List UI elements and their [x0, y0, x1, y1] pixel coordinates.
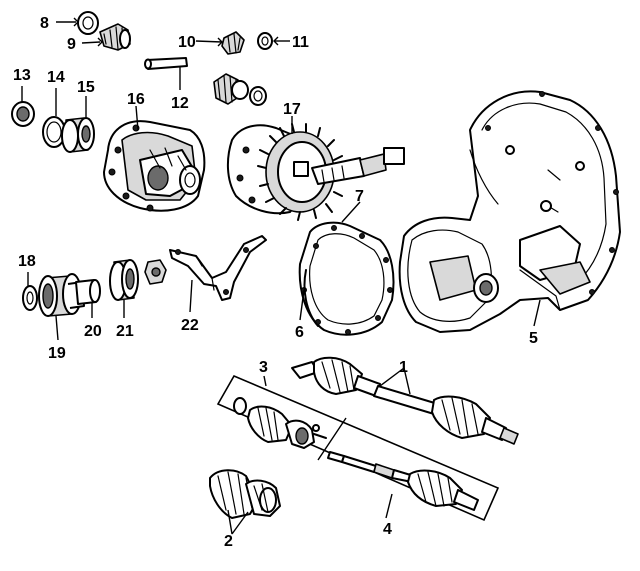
callout-22: 22 [181, 317, 199, 334]
callout-10: 10 [178, 34, 196, 51]
callout-11: 11 [292, 34, 309, 51]
part-8-thrust-washer [77, 11, 99, 35]
part-2-boots [209, 469, 281, 519]
part-11-washer [257, 32, 273, 50]
kit-frame [216, 374, 500, 522]
part-10-pinion-gear [221, 31, 245, 55]
part-20-sleeve [75, 279, 101, 305]
part-9-side-gear [99, 23, 131, 51]
part-19-bearing [38, 273, 85, 317]
callout-3: 3 [259, 359, 268, 376]
part-21-bearing [109, 259, 139, 301]
callout-14: 14 [47, 69, 65, 86]
callout-13: 13 [13, 67, 31, 84]
part-12-pinion-shaft [144, 57, 188, 70]
callout-15: 15 [77, 79, 95, 96]
leader-lines [21, 17, 541, 535]
part-13-seal [11, 101, 35, 127]
callout-labels: 1 2 3 4 5 6 7 8 9 10 11 12 13 14 15 16 1… [13, 15, 538, 550]
callout-18: 18 [18, 253, 36, 270]
callout-12: 12 [171, 95, 189, 112]
callout-8: 8 [40, 15, 49, 32]
small-gear-assembly [213, 73, 267, 106]
part-16-differential-case [103, 120, 206, 212]
callout-20: 20 [84, 323, 102, 340]
callout-7: 7 [355, 188, 364, 205]
callout-16: 16 [127, 91, 145, 108]
part-3-inner-joint [233, 397, 327, 449]
callout-9: 9 [67, 36, 76, 53]
callout-5: 5 [529, 330, 538, 347]
callout-2: 2 [224, 533, 233, 550]
callout-1: 1 [399, 359, 408, 376]
part-17-ring-and-pinion [226, 123, 405, 221]
lock-nut [144, 259, 167, 285]
part-18-seal [22, 285, 38, 311]
callout-17: 17 [283, 101, 301, 118]
part-4-half-shaft [327, 451, 479, 511]
part-22-bracket [169, 235, 267, 301]
part-15-bearing [61, 117, 95, 153]
callout-6: 6 [295, 324, 304, 341]
part-7-cover-gasket [298, 221, 395, 336]
part-1-axle-shaft-assembly [291, 356, 519, 445]
callout-4: 4 [383, 521, 392, 538]
callout-21: 21 [116, 323, 134, 340]
part-5-transaxle-case [398, 90, 621, 333]
callout-19: 19 [48, 345, 66, 362]
